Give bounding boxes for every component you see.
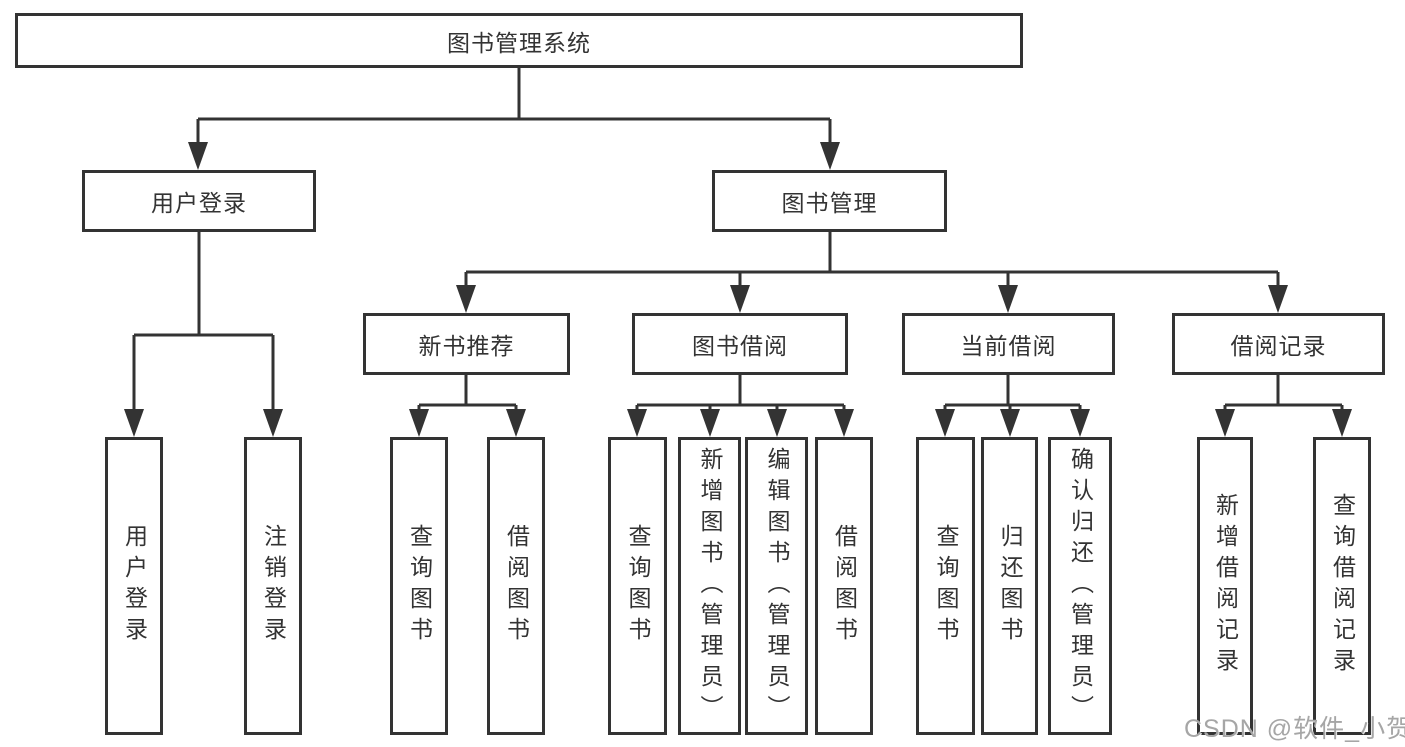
csdn-watermark: CSDN @软件_小贺同学 [1184,715,1405,743]
leaf-add-book-admin: 新增图书（管理员） [678,437,741,735]
arrowheads [124,142,1352,437]
leaf-confirm-return-admin: 确认归还（管理员） [1048,437,1112,735]
node-user-login: 用户登录 [82,170,316,232]
node-book-borrow: 图书借阅 [632,313,848,375]
leaf-query-books-borrow: 查询图书 [608,437,667,735]
node-new-book-recommend: 新书推荐 [363,313,570,375]
leaf-borrow-books-recommend: 借阅图书 [487,437,545,735]
leaf-logout-login: 注销登录 [244,437,302,735]
connector-paths [132,68,1344,412]
node-current-borrow: 当前借阅 [902,313,1115,375]
leaf-query-borrow-record: 查询借阅记录 [1313,437,1371,735]
node-borrow-records: 借阅记录 [1172,313,1385,375]
leaf-query-books-recommend: 查询图书 [390,437,448,735]
node-book-management: 图书管理 [712,170,947,232]
leaf-edit-book-admin: 编辑图书（管理员） [745,437,808,735]
leaf-add-borrow-record: 新增借阅记录 [1197,437,1253,735]
leaf-borrow-books: 借阅图书 [815,437,873,735]
leaf-return-book: 归还图书 [981,437,1038,735]
node-library-system: 图书管理系统 [15,13,1023,68]
leaf-query-books-current: 查询图书 [916,437,975,735]
leaf-user-login: 用户登录 [105,437,163,735]
